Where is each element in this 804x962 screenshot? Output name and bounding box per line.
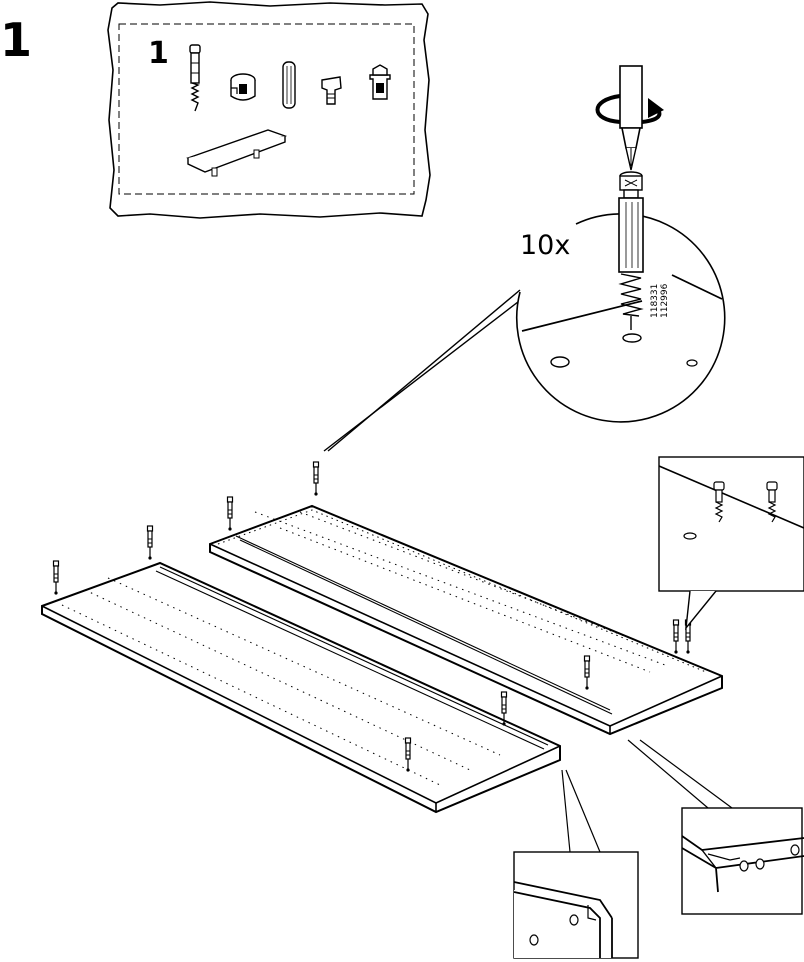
cam-lock-housing-icon bbox=[369, 64, 391, 100]
step-number: 1 bbox=[0, 13, 32, 67]
groove-edge-callout-left bbox=[513, 769, 639, 959]
cam-bolt-large-icon bbox=[618, 171, 644, 330]
phillips-screwdriver-icon bbox=[619, 65, 643, 171]
cam-lock-icon bbox=[230, 73, 256, 101]
shelf-panel-back bbox=[209, 504, 723, 736]
cam-bolt-icon bbox=[189, 44, 201, 112]
part-number-2: 112996 bbox=[660, 283, 670, 318]
shelf-panel-front bbox=[41, 561, 561, 814]
groove-edge-callout-right bbox=[627, 739, 804, 915]
bolts-closeup-callout bbox=[658, 456, 804, 631]
quantity-label: 10x bbox=[520, 230, 570, 261]
part-number-1: 118331 bbox=[650, 284, 660, 318]
shelf-pin-icon bbox=[321, 76, 342, 105]
wooden-dowel-icon bbox=[282, 61, 296, 109]
bag-number: 1 bbox=[148, 36, 169, 71]
parts-bag: 1 bbox=[107, 1, 431, 219]
screw-detail: 10x 118331 112996 bbox=[323, 65, 726, 452]
clockwise-arrow-icon bbox=[595, 94, 664, 124]
handle-icon bbox=[186, 129, 288, 177]
